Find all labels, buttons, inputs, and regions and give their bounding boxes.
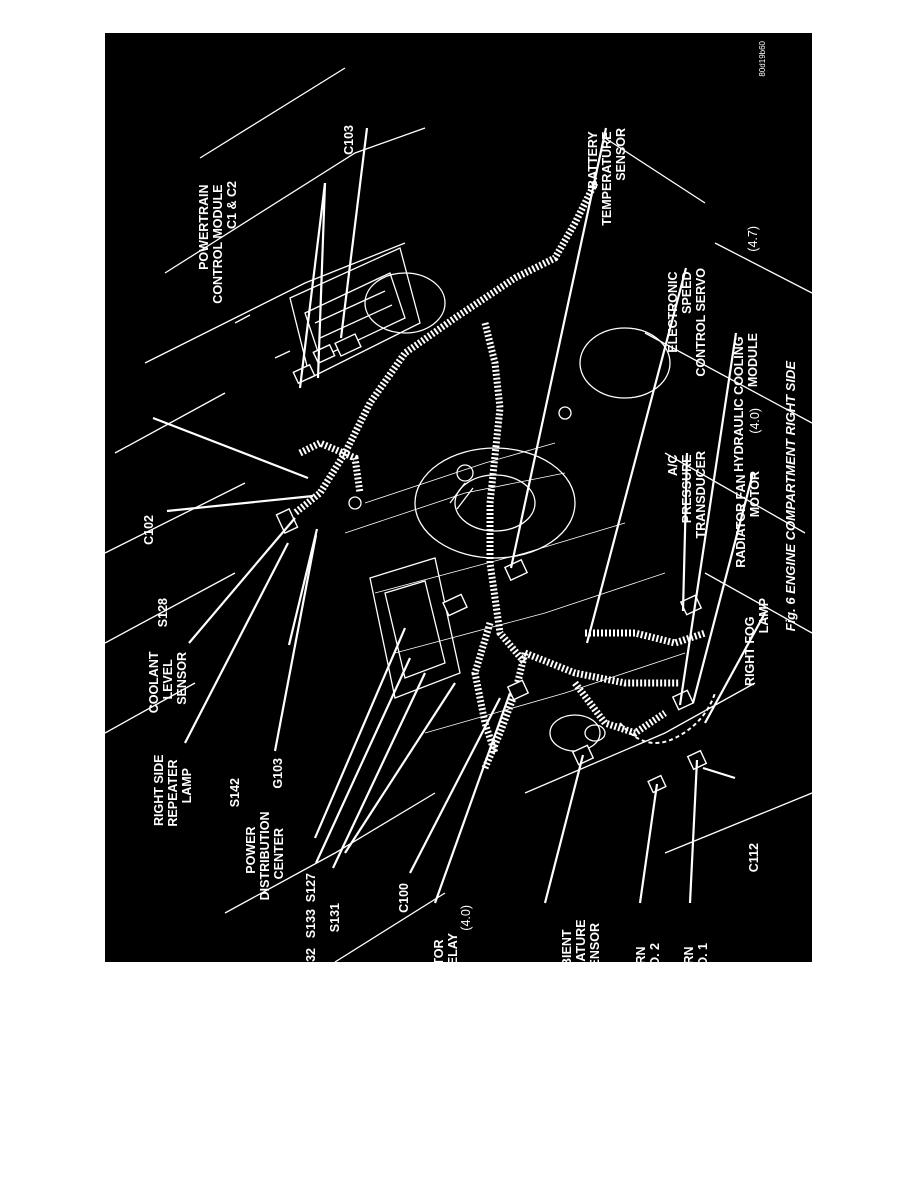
label-pdc-line3: CENTER [272,828,286,879]
figure-id: 80d19b60 [758,40,767,76]
label-fan-relay-line2: FAN RELAY [446,932,460,962]
label-hydraulic-note: (4.7) [746,226,760,252]
label-speed-control-line1: ELECTRONIC [666,271,680,352]
svg-text:AMBIENT TEMPERATURE SE: AMBIENT TEMPERATURE SENSOR [560,916,602,962]
label-coolant-line2: LEVEL [161,659,175,700]
label-s142: S142 [228,778,242,807]
diagram-canvas: POWERTRAIN CONTROL MODULE C1 & C2 C103 B… [105,40,812,962]
label-ambient-line2: TEMPERATURE [574,919,588,962]
label-fan-motor-line1: RADIATOR FAN [734,474,748,567]
svg-text:RADIATOR FAN RELAY: RADIATOR FAN RELAY [432,932,460,962]
label-s127: S127 [304,873,318,902]
label-fan-relay-note: (4.0) [459,905,473,931]
label-pcm-line2: CONTROL MODULE [211,184,225,303]
diagram-figure: POWERTRAIN CONTROL MODULE C1 & C2 C103 B… [105,33,812,962]
label-repeater-line1: RIGHT SIDE [152,754,166,826]
label-fan-motor-note: (4.0) [748,408,762,434]
label-pdc-line2: DISTRIBUTION [258,811,272,900]
label-fog-lamp-line2: LAMP [757,598,771,633]
label-repeater-line3: LAMP [180,768,194,803]
label-c102: C102 [142,515,156,545]
label-pcm-line1: POWERTRAIN [197,184,211,269]
label-pdc-line1: POWER [244,826,258,873]
svg-text:RIGHT SIDE REPEATER LA: RIGHT SIDE REPEATER LAMP [152,751,194,827]
svg-text:POWERTRAIN CONTROL MODULE: POWERTRAIN CONTROL MODULE C1 & C2 [197,181,239,304]
label-repeater-line2: REPEATER [166,759,180,826]
svg-text:BATTERY TEMPERATURE SE: BATTERY TEMPERATURE SENSOR [586,128,628,226]
label-s132: S132 [304,948,318,962]
label-s128: S128 [156,598,170,627]
label-ac-line1: A/C [666,454,680,476]
label-ac-line3: TRANSDUCER [694,451,708,539]
label-s133: S133 [304,909,318,938]
label-horn2-line2: NO. 2 [648,943,662,962]
leader-lines [152,127,766,904]
svg-text:ELECTRONIC SPEED CONTR: ELECTRONIC SPEED CONTROL SERVO [666,268,708,377]
label-hydraulic-line2: MODULE [746,333,760,387]
label-horn2-line1: HORN [634,946,648,962]
label-ambient-line3: SENSOR [588,923,602,962]
svg-text:RADIATOR FAN MOTOR: RADIATOR FAN MOTOR [734,471,762,568]
label-horn1-line1: HORN [682,946,696,962]
label-pcm-line3: C1 & C2 [225,181,239,229]
label-speed-control-line2: SPEED [680,271,694,313]
label-battery-temp-line3: SENSOR [614,128,628,181]
label-ambient-line1: AMBIENT [560,929,574,962]
label-coolant-line3: SENSOR [175,652,189,705]
label-horn1-line2: NO. 1 [696,943,710,962]
label-s131: S131 [328,903,342,932]
label-ac-line2: PRESSURE [680,454,694,523]
label-fog-lamp-line1: RIGHT FOG [743,616,757,685]
label-c100: C100 [397,883,411,913]
svg-text:HORN NO. 1: HORN NO. 1 [682,943,710,962]
label-hydraulic-line1: HYDRAULIC COOLING [732,336,746,471]
label-battery-temp-line2: TEMPERATURE [600,131,614,225]
label-fan-relay-line1: RADIATOR [432,939,446,962]
label-fan-motor-line2: MOTOR [748,471,762,517]
wiring-harness [292,181,707,770]
svg-text:COOLANT LEVEL SENSOR: COOLANT LEVEL SENSOR [147,648,189,713]
label-speed-control-line3: CONTROL SERVO [694,268,708,377]
svg-text:HORN NO. 2: HORN NO. 2 [634,943,662,962]
svg-text:A/C PRESSURE TRANSDUCE: A/C PRESSURE TRANSDUCER [666,451,708,539]
connectors [275,333,708,794]
svg-text:POWER DISTRIBUTION CEN: POWER DISTRIBUTION CENTER [244,808,286,900]
figure-caption: Fig. 6 ENGINE COMPARTMENT RIGHT SIDE [783,361,798,632]
svg-text:HYDRAULIC COOLING MODULE: HYDRAULIC COOLING MODULE [732,333,760,472]
label-battery-temp-line1: BATTERY [586,131,600,189]
label-c112: C112 [747,843,761,872]
label-g103: G103 [271,758,285,789]
svg-text:RIGHT FOG LAMP: RIGHT FOG LAMP [743,598,771,686]
label-c103: C103 [342,125,356,155]
label-coolant-line1: COOLANT [147,651,161,713]
